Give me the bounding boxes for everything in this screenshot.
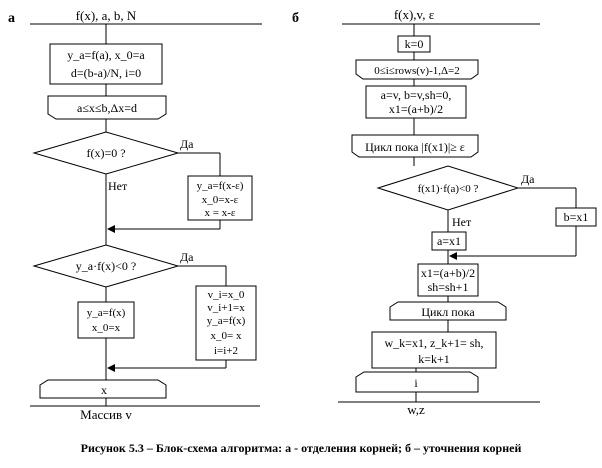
panel-a-root-2: v_i+1=x: [207, 302, 245, 314]
panel-b-set-a: a=x1: [437, 234, 461, 248]
panel-b-header: f(x),v, ε: [394, 7, 435, 22]
panel-b-loop-end: [355, 371, 479, 393]
panel-b-set-b: b=x1: [564, 210, 589, 224]
panel-a-shift-1: y_a=f(x-ε): [197, 180, 244, 192]
figure-caption: Рисунок 5.3 – Блок-схема алгоритма: а - …: [81, 441, 522, 455]
panel-a-init-1: y_a=f(a), x_0=a: [67, 48, 145, 62]
panel-a-loop: a≤x≤b,Δx=d: [77, 101, 137, 115]
panel-b-assign-1: a=v, b=v,sh=0,: [381, 88, 452, 102]
panel-a-root-4: x_0= x: [211, 330, 242, 342]
panel-b-loop: 0≤i≤rows(v)-1,Δ=2: [374, 65, 460, 77]
panel-b-set-a-box: [431, 231, 467, 251]
panel-a-shift-3: x = x-ε: [205, 207, 236, 219]
panel-b-loop-end-label: i: [414, 376, 418, 390]
panel-a-header: f(x), a, b, N: [76, 8, 137, 23]
panel-b-init: k=0: [405, 37, 424, 51]
panel-a-cond-2: y_a·f(x)<0 ?: [76, 259, 136, 273]
panel-a: а f(x), a, b, N y_a=f(a), x_0=a d=(b-a)/…: [8, 8, 262, 422]
panel-a-yes-1: Да: [180, 137, 194, 151]
panel-a-update-box: [77, 301, 135, 339]
panel-b-cond: f(x1)·f(a)<0 ?: [418, 183, 479, 195]
panel-b-assign-box: [365, 85, 467, 119]
panel-b-loop-start: [355, 59, 479, 80]
panel-b-assign-2: x1=(a+b)/2: [389, 102, 443, 116]
panel-b-store-1: w_k=x1, z_k+1= sh,: [385, 336, 484, 350]
panel-a-footer: Массив v: [80, 407, 132, 422]
panel-b-yes: Да: [521, 172, 535, 186]
panel-a-init-box: [49, 43, 163, 85]
panel-a-yes-2: Да: [180, 250, 194, 264]
panel-b-while-end-label: Цикл пока: [421, 305, 475, 319]
panel-a-root-box: [195, 285, 257, 361]
panel-a-loop-start: [47, 95, 167, 120]
panel-b-calc-box: [417, 263, 479, 297]
panel-a-shift-box: [187, 175, 253, 221]
panel-b-while-start: [351, 134, 479, 158]
panel-a-shift-2: x_0=x-ε: [202, 194, 239, 206]
panel-b-label: б: [292, 11, 299, 26]
panel-a-loop-end: [39, 379, 167, 399]
panel-a-label: а: [8, 11, 15, 26]
panel-a-update-1: y_a=f(x): [87, 307, 126, 319]
panel-a-init-2: d=(b-a)/N, i=0: [71, 66, 141, 80]
panel-a-root-3: y_a=f(x): [207, 315, 246, 327]
panel-a-cond-1: f(x)=0 ?: [86, 146, 125, 160]
panel-a-root-5: i=i+2: [214, 345, 238, 357]
panel-b-no: Нет: [452, 215, 472, 229]
panel-b-while-end: [389, 301, 507, 321]
panel-b: б f(x),v, ε k=0 0≤i≤rows(v)-1,Δ=2 a=v, b…: [292, 7, 597, 417]
panel-a-no-1: Нет: [108, 179, 128, 193]
panel-b-footer: w,z: [407, 402, 425, 417]
panel-b-calc-1: x1=(a+b)/2: [421, 266, 475, 280]
panel-b-store-2: k=k+1: [418, 352, 450, 366]
panel-b-while: Цикл пока |f(x1)|≥ ε: [365, 140, 465, 154]
panel-a-root-1: v_i=x_0: [208, 289, 245, 301]
panel-b-store-box: [371, 331, 497, 369]
panel-a-update-2: x_0=x: [92, 322, 121, 334]
panel-b-calc-2: sh=sh+1: [428, 280, 469, 294]
panel-a-loop-end-label: x: [101, 383, 107, 397]
